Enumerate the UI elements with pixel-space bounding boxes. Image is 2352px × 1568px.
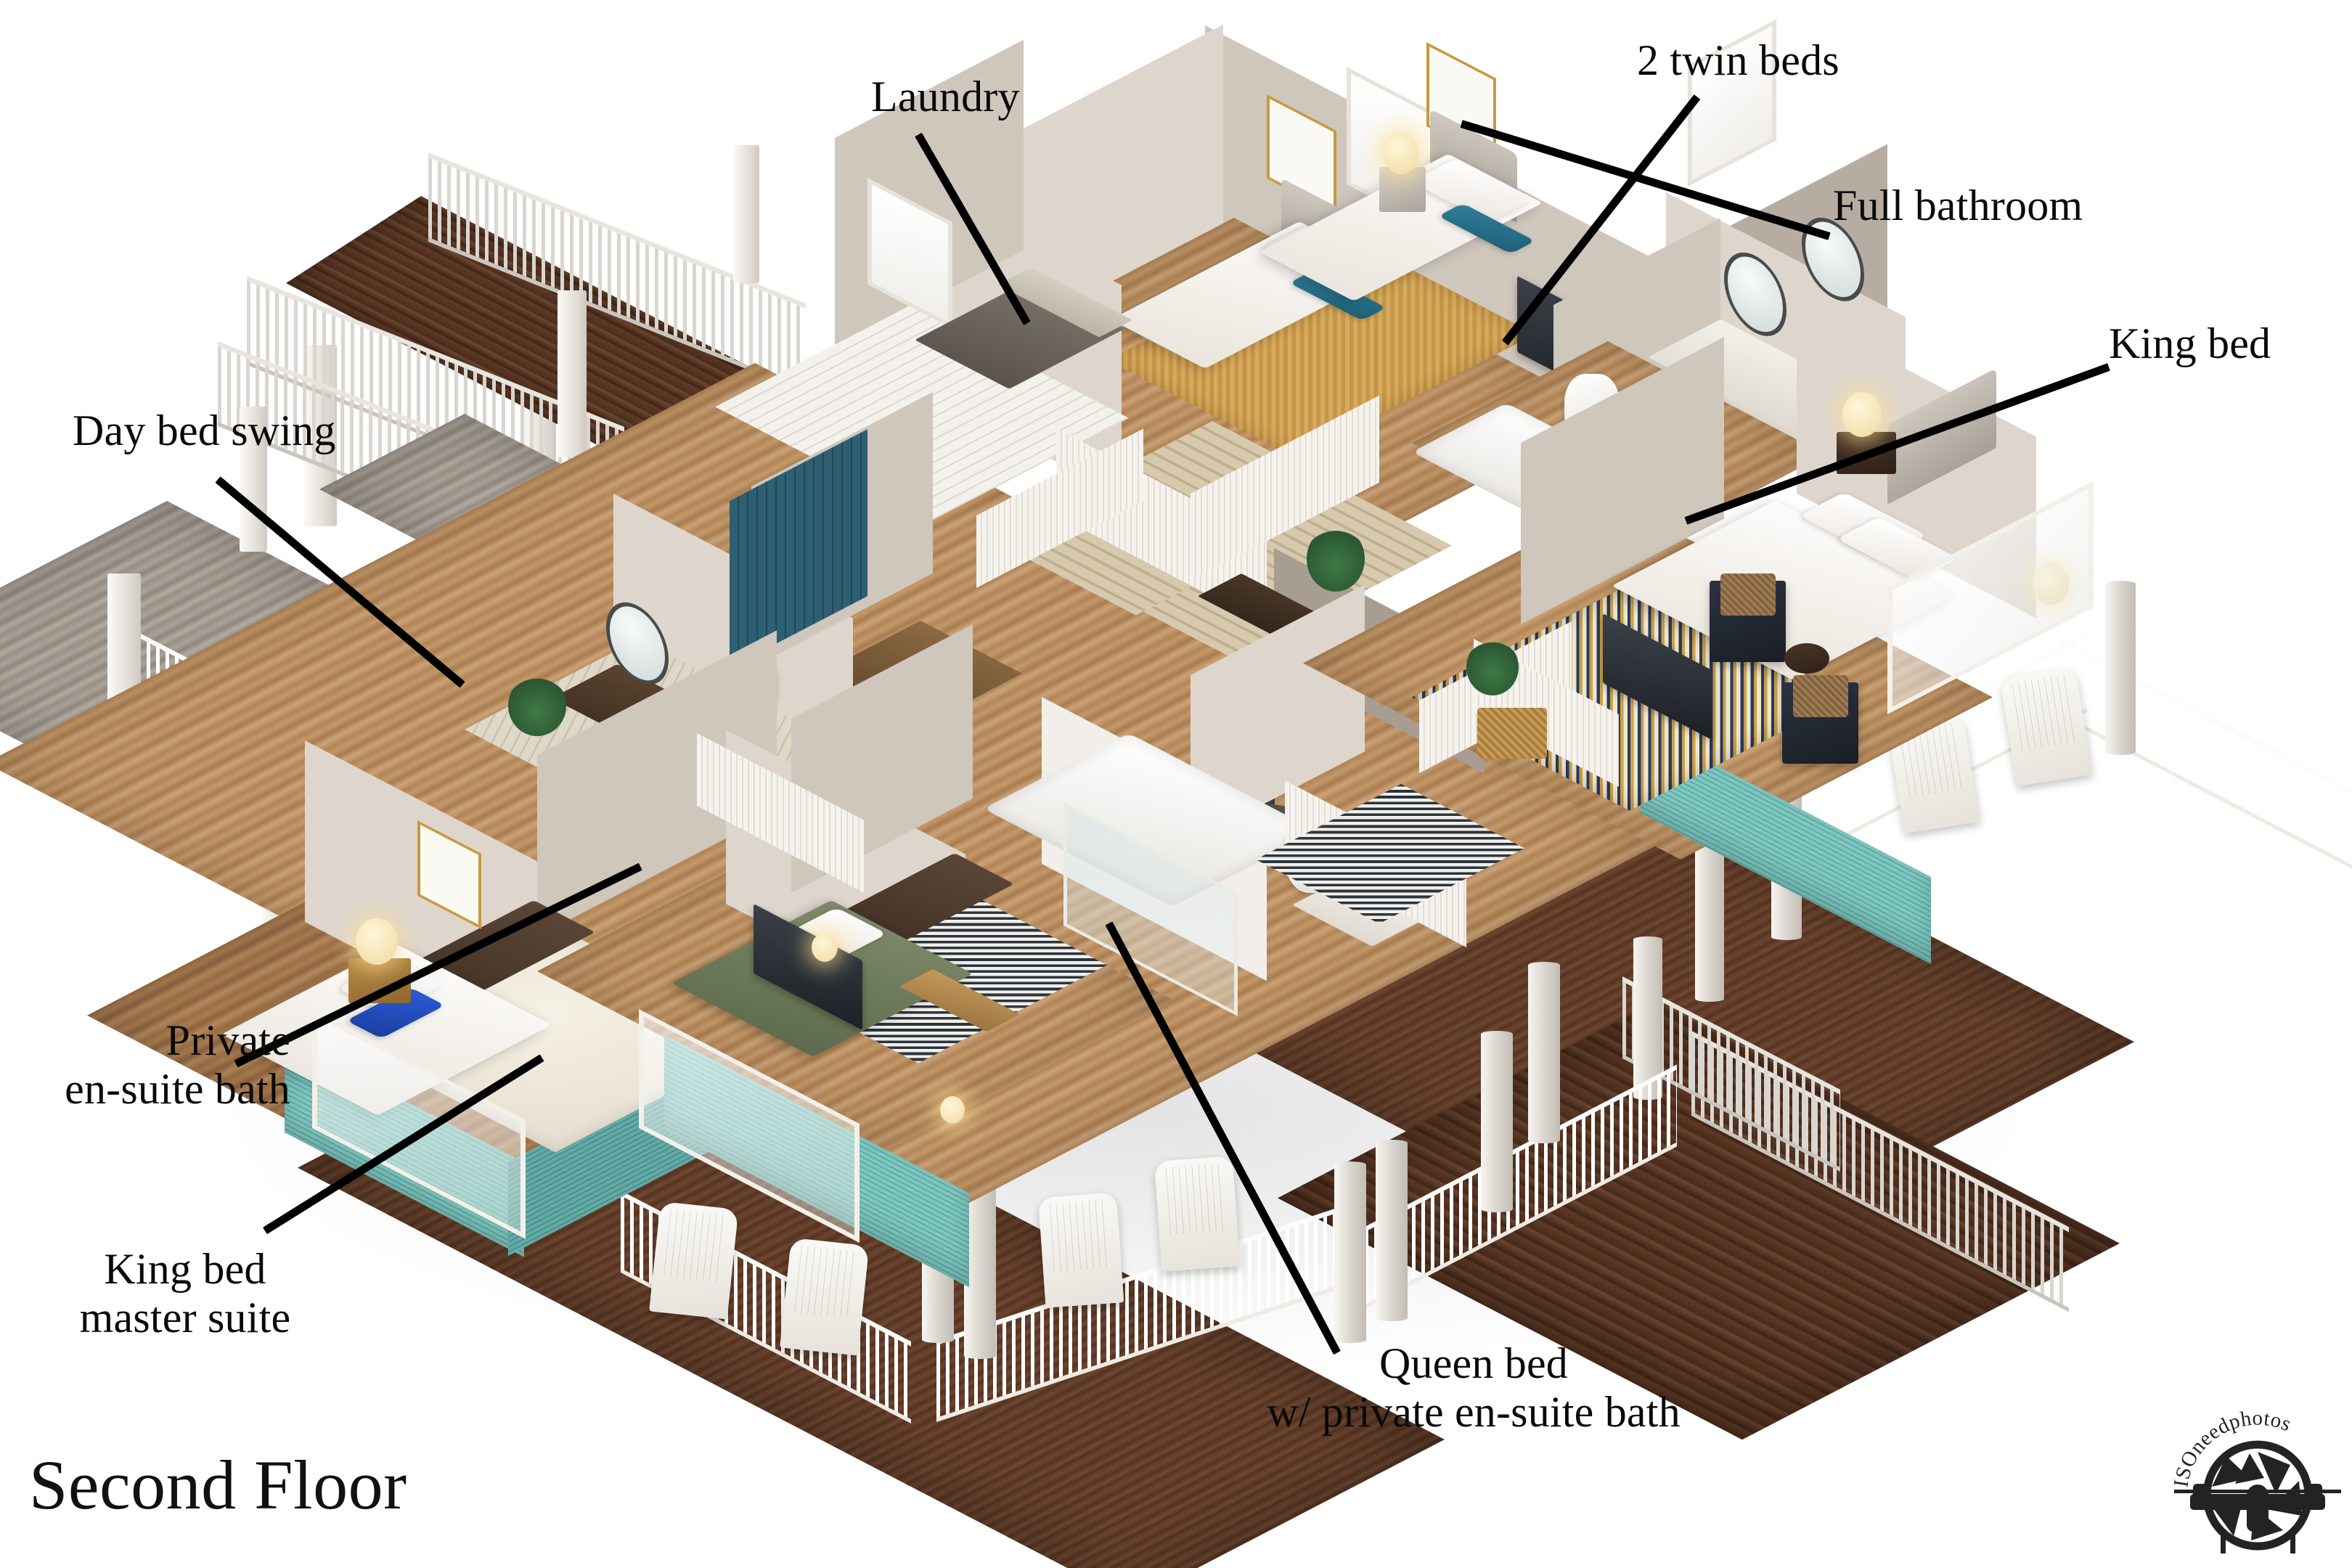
- king-room-lamp-1: [1842, 392, 1882, 437]
- king-room-accent-chair-1-pillow: [1720, 573, 1776, 616]
- master-table-lamp: [356, 918, 398, 965]
- exterior-stairs-newel-1: [733, 145, 759, 283]
- hall-plant-2: [1466, 639, 1519, 695]
- adirondack-chair-f1: [649, 1201, 739, 1320]
- annotation-two-twin-beds: 2 twin beds: [1637, 36, 1839, 84]
- adirondack-chair-f2: [780, 1238, 870, 1356]
- queen-room-candle-2: [940, 1096, 965, 1124]
- annotation-full-bathroom: Full bathroom: [1833, 181, 2083, 229]
- rear-deck-post-4: [1633, 936, 1662, 1100]
- front-deck-post-4: [1376, 1140, 1408, 1321]
- exterior-stairs-newel-3: [240, 407, 267, 552]
- master-bath-plant: [508, 675, 566, 736]
- annotation-king-bed-master-suite: King bed master suite: [79, 1245, 291, 1342]
- queen-room-candle-1: [812, 933, 838, 962]
- adirondack-chair-f3: [1038, 1192, 1124, 1308]
- annotation-king-bed: King bed: [2109, 319, 2271, 367]
- twin-room-table-lamp: [1383, 132, 1419, 174]
- annotation-day-bed-swing: Day bed swing: [73, 407, 336, 454]
- hall-wood-chair: [1477, 708, 1547, 759]
- exterior-stairs-newel-2: [558, 290, 587, 457]
- front-deck-post-3: [1334, 1161, 1366, 1343]
- hall-potted-grass: [1307, 526, 1365, 592]
- front-deck-post-2: [964, 1177, 996, 1359]
- king-room-accent-chair-2-pillow: [1793, 675, 1848, 717]
- king-room-side-table: [1784, 643, 1829, 674]
- watermark-logo: ISOneedphotos: [2174, 1408, 2341, 1561]
- rear-deck-post-1: [2105, 581, 2136, 755]
- front-deck-post-6: [1528, 962, 1560, 1143]
- page-title: Second Floor: [29, 1446, 407, 1524]
- annotation-private-ensuite-bath: Private en-suite bath: [65, 1016, 290, 1114]
- front-deck-post-5: [1481, 1031, 1513, 1212]
- adirondack-chair-f4: [1154, 1156, 1241, 1272]
- annotation-queen-bed-ensuite: Queen bed w/ private en-suite bath: [1267, 1339, 1681, 1437]
- annotation-laundry: Laundry: [871, 73, 1020, 121]
- twin-room-nightstand: [1379, 167, 1426, 212]
- rear-deck-post-3: [1695, 835, 1724, 1002]
